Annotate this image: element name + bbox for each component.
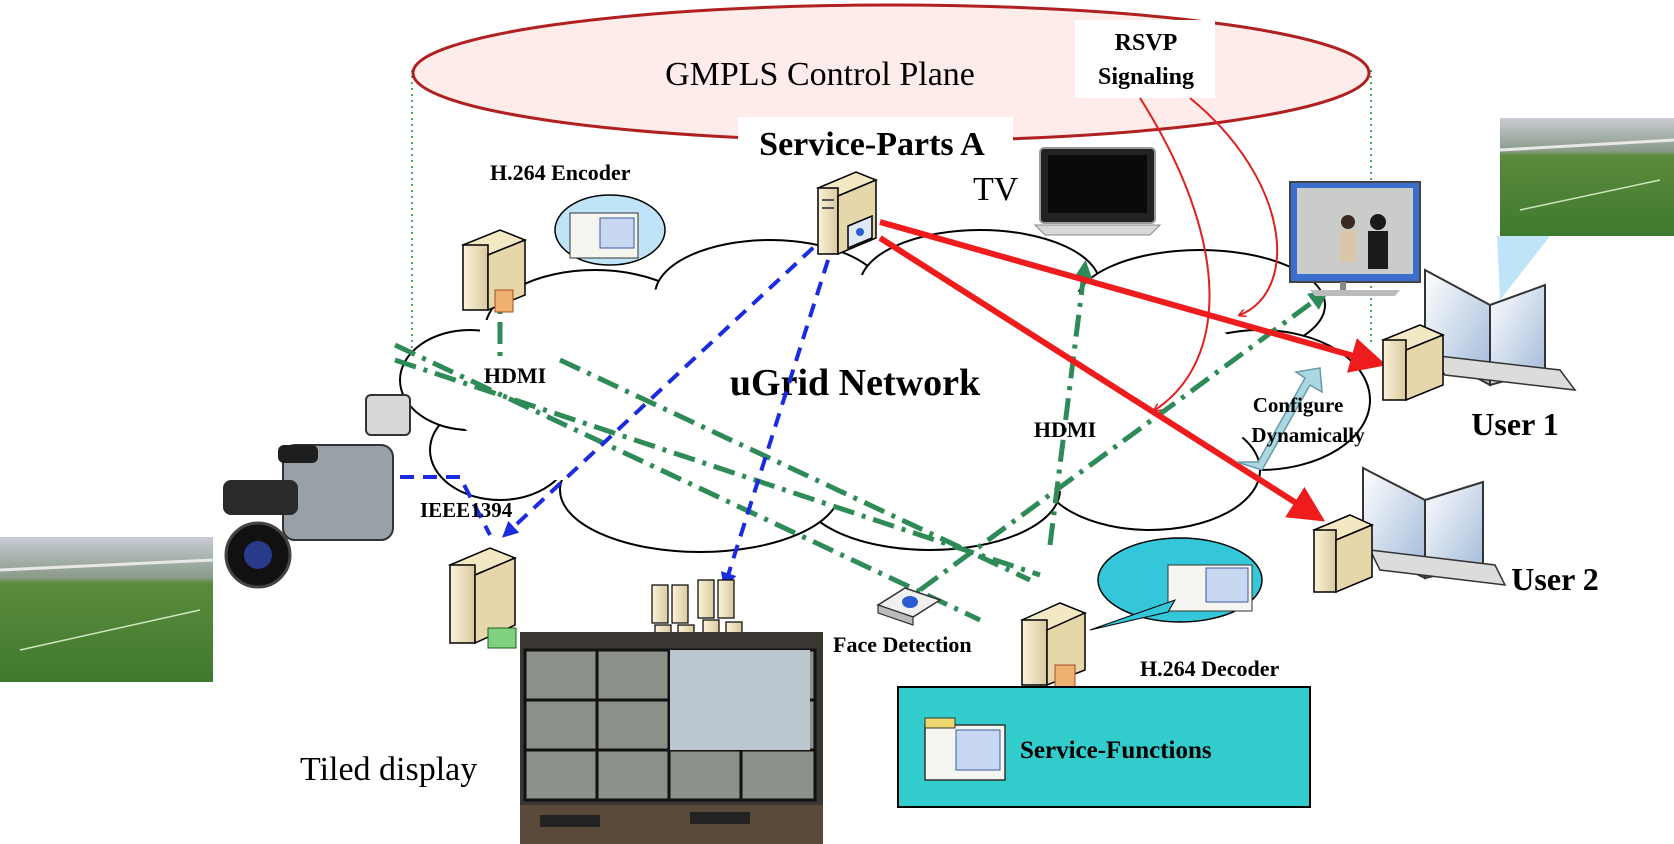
user1-workstation-icon: [1381, 268, 1577, 402]
rsvp-curve-1: [1139, 97, 1211, 410]
blue-flow-to-ieee-server: [502, 230, 832, 538]
ieee1394-server-icon: [448, 547, 517, 649]
tiled-display-photo: [520, 632, 823, 844]
h264-decoder-bubble-pointer: [1089, 599, 1177, 631]
hdmi-right-label: HDMI: [1034, 417, 1096, 442]
green-flow-encoder-decoder: [558, 357, 1032, 583]
h264-encoder-label: H.264 Encoder: [490, 160, 631, 185]
rsvp-box: [1075, 20, 1215, 98]
configure-label: Configure: [1253, 393, 1344, 417]
blue-flows: [400, 230, 837, 589]
green-flow-to-tv: [1047, 260, 1094, 546]
user1-label: User 1: [1471, 406, 1558, 442]
h264-encoder-bubble: [554, 194, 666, 266]
h264-decoder-server-icon: [1020, 602, 1087, 692]
rsvp-signaling-curves: [1139, 97, 1279, 410]
video-call-monitor-icon: [1289, 181, 1421, 296]
blue-flow-camera-ieee1394: [400, 475, 492, 536]
stadium-callout-pointer: [1497, 236, 1550, 300]
rsvp-label: RSVP: [1115, 30, 1178, 56]
tv-icon: [1033, 147, 1162, 236]
user2-workstation-icon: [1312, 466, 1507, 594]
tv-label: TV: [973, 171, 1019, 208]
tiled-display-label: Tiled display: [300, 751, 477, 788]
red-flow-to-user1: [879, 219, 1387, 373]
face-detection-label: Face Detection: [833, 632, 972, 657]
blue-flow-to-tiled-display: [721, 237, 837, 589]
control-plane-label: GMPLS Control Plane: [665, 56, 975, 93]
red-flows: [878, 219, 1387, 522]
service-functions-window-icon: [924, 717, 1006, 781]
ugrid-network-label: uGrid Network: [730, 362, 981, 404]
service-parts-a-box: [738, 117, 1013, 163]
user2-label: User 2: [1511, 561, 1598, 597]
signaling-label: Signaling: [1098, 64, 1194, 90]
h264-decoder-label: H.264 Decoder: [1140, 656, 1280, 681]
service-parts-a-label: Service-Parts A: [759, 126, 985, 163]
h264-decoder-bubble: [1097, 537, 1263, 623]
red-flow-to-user2: [878, 235, 1326, 522]
dynamically-label: Dynamically: [1251, 423, 1365, 447]
face-detection-device-icon: [876, 587, 942, 626]
h264-encoder-server-icon: [460, 229, 528, 313]
configure-dynamically-arrow: [1236, 367, 1323, 471]
service-parts-a-server-icon: [816, 171, 878, 256]
video-camera-icon: [223, 394, 411, 589]
stadium-image-left: [0, 537, 214, 682]
hdmi-left-label: HDMI: [484, 363, 546, 388]
rsvp-curve-2: [1189, 97, 1279, 315]
green-flow-camera-to-face-2: [394, 357, 1041, 578]
stadium-image-top-right: [1499, 118, 1674, 236]
ieee1394-label: IEEE1394: [420, 498, 513, 522]
service-functions-label: Service-Functions: [1020, 737, 1212, 764]
